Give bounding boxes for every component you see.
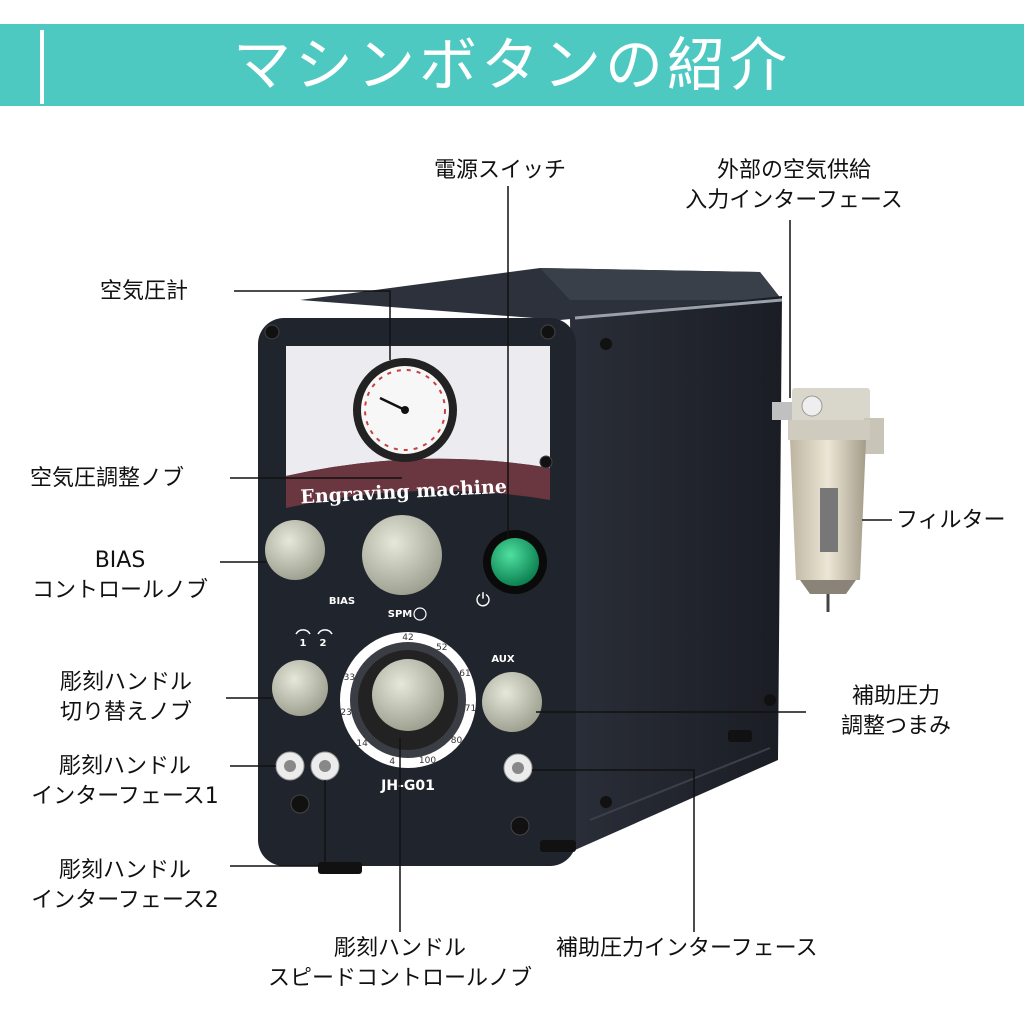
handle-number-1: 1 <box>300 638 307 649</box>
label-filter: フィルター <box>896 508 1006 533</box>
foot-right <box>540 840 576 852</box>
dial-tick-label: 61 <box>459 669 470 679</box>
dial-tick-label: 42 <box>402 633 413 643</box>
aux-knob <box>482 672 542 732</box>
label-gauge: 空気圧計 <box>100 279 189 304</box>
header-accent-bar <box>40 30 44 104</box>
dial-tick-label: 71 <box>465 704 476 714</box>
model-text: JH-G01 <box>380 778 435 794</box>
label-power-switch: 電源スイッチ <box>434 158 567 183</box>
label-aux-knob: 補助圧力 調整つまみ <box>840 684 951 739</box>
header-banner <box>0 24 1024 106</box>
label-handle-switch: 彫刻ハンドル 切り替えノブ <box>59 670 192 725</box>
dial-tick-labels: 42 52 61 71 80 100 4 14 23 33 <box>340 633 476 767</box>
label-handle-port-2: 彫刻ハンドル インターフェース2 <box>31 858 219 913</box>
dial-tick-label: 4 <box>389 757 395 767</box>
aux-marking: AUX <box>491 654 515 665</box>
dial-tick-label: 33 <box>344 673 355 683</box>
power-button <box>491 538 539 586</box>
dial-tick-label: 100 <box>419 756 436 766</box>
handle-number-2: 2 <box>320 638 327 649</box>
label-aux-port: 補助圧力インターフェース <box>556 936 818 961</box>
spm-marking: SPM <box>388 609 413 620</box>
pressure-knob <box>362 515 442 595</box>
label-pressure-knob: 空気圧調整ノブ <box>30 466 185 491</box>
label-speed-knob: 彫刻ハンドル スピードコントロールノブ <box>267 936 532 991</box>
power-symbol-icon: ⏻ <box>476 590 490 611</box>
foot-left <box>318 862 362 874</box>
dial-tick-label: 52 <box>436 643 447 653</box>
label-air-inlet: 外部の空気供給 入力インターフェース <box>685 158 903 213</box>
dial-tick-label: 14 <box>356 739 368 749</box>
handle-switch-knob <box>272 660 328 716</box>
label-handle-port-1: 彫刻ハンドル インターフェース1 <box>31 754 219 809</box>
machine-side <box>570 296 782 850</box>
bias-knob <box>265 520 325 580</box>
speed-knob <box>372 659 444 731</box>
page-title: マシンボタンの紹介 <box>232 31 791 99</box>
label-bias-knob: BIAS コントロールノブ <box>31 548 208 603</box>
bias-marking: BIAS <box>329 596 355 607</box>
dial-tick-label: 23 <box>340 708 351 718</box>
brand-strip <box>286 458 550 508</box>
dial-tick-label: 80 <box>451 736 463 746</box>
